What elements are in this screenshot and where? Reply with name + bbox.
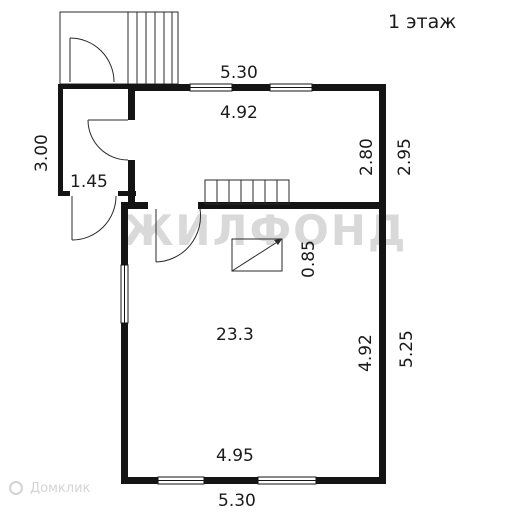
dim-bottom-outer-width: 5.30 — [218, 491, 256, 511]
dim-porch-depth: 3.00 — [32, 134, 52, 172]
dimension-labels: 1 этаж 5.30 4.92 2.80 2.95 3.00 1.45 0.8… — [32, 11, 456, 511]
interior-stairs — [204, 179, 290, 205]
stove-symbol — [231, 238, 283, 272]
windows — [120, 83, 317, 485]
dim-bottom-inner-width: 4.95 — [216, 446, 254, 466]
dim-upper-inner-width: 4.92 — [220, 103, 258, 123]
dim-upper-outer-depth: 2.95 — [395, 138, 415, 176]
watermark-footer: Домклик — [30, 481, 91, 496]
watermark-logo-icon — [9, 481, 23, 495]
entrance-door — [69, 37, 115, 83]
entrance-stairs — [59, 11, 179, 85]
house-walls — [121, 84, 386, 484]
dim-stair-opening: 0.85 — [299, 240, 319, 278]
dim-main-inner-depth: 4.92 — [356, 334, 376, 372]
dim-porch-width: 1.45 — [70, 172, 108, 192]
dim-upper-inner-depth: 2.80 — [357, 138, 377, 176]
floor-label: 1 этаж — [388, 11, 456, 33]
doors — [70, 119, 202, 263]
watermark-text: ЖИЛФОНД — [122, 206, 407, 255]
dim-main-outer-depth: 5.25 — [397, 330, 417, 368]
main-room-area: 23.3 — [216, 325, 254, 345]
dim-top-outer-width: 5.30 — [220, 63, 258, 83]
watermark: ЖИЛФОНД Домклик — [9, 206, 407, 496]
